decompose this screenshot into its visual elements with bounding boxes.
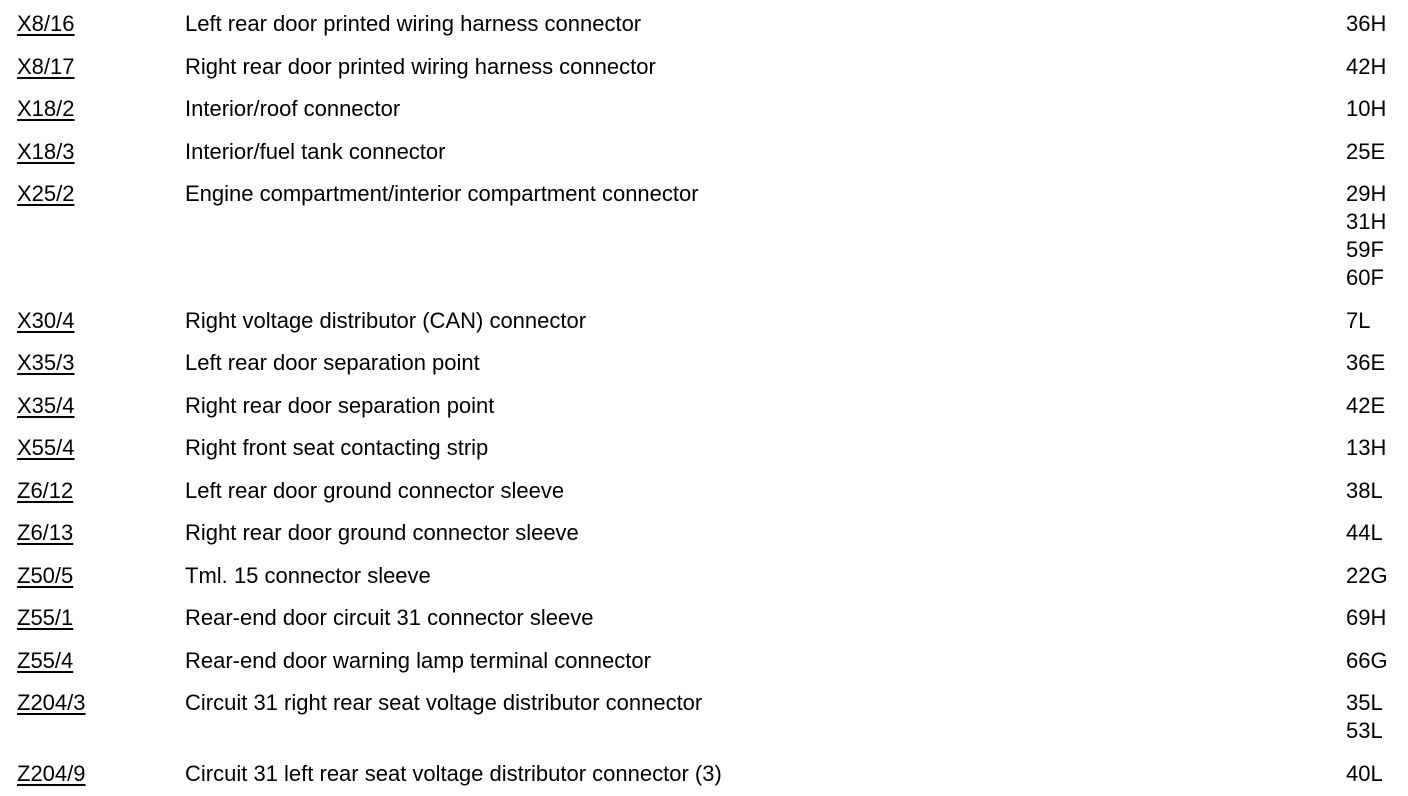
- grid-location: 35L: [1346, 690, 1383, 715]
- component-description: Interior/fuel tank connector: [185, 139, 446, 164]
- grid-locations: 25E: [1346, 138, 1385, 166]
- component-description: Interior/roof connector: [185, 96, 401, 121]
- component-code-link[interactable]: Z204/3: [17, 690, 86, 715]
- grid-locations: 7L: [1346, 307, 1370, 335]
- grid-location: 40L: [1346, 761, 1383, 786]
- grid-location: 7L: [1346, 308, 1371, 333]
- component-code-link[interactable]: X35/4: [17, 393, 75, 418]
- grid-location: 36H: [1346, 11, 1387, 36]
- grid-locations: 29H 31H 59F 60F: [1346, 180, 1386, 292]
- grid-locations: 22G: [1346, 562, 1388, 590]
- grid-locations: 36H: [1346, 10, 1386, 38]
- component-code-link[interactable]: X8/17: [17, 54, 75, 79]
- grid-location: 66G: [1346, 648, 1388, 673]
- component-code-link[interactable]: X55/4: [17, 435, 75, 460]
- component-code-link[interactable]: Z6/12: [17, 478, 74, 503]
- component-description: Right voltage distributor (CAN) connecto…: [185, 308, 587, 333]
- grid-locations: 66G: [1346, 647, 1388, 675]
- grid-locations: 10H: [1346, 95, 1386, 123]
- component-code-link[interactable]: Z50/5: [17, 563, 74, 588]
- component-description: Tml. 15 connector sleeve: [185, 563, 431, 588]
- grid-locations: 42H: [1346, 53, 1386, 81]
- grid-location: 53L: [1346, 718, 1383, 743]
- component-code-link[interactable]: Z6/13: [17, 520, 74, 545]
- component-description: Engine compartment/interior compartment …: [185, 181, 699, 206]
- component-code-link[interactable]: Z55/1: [17, 605, 74, 630]
- component-description: Right rear door printed wiring harness c…: [185, 54, 656, 79]
- component-code-link[interactable]: Z204/9: [17, 761, 86, 786]
- grid-location: 36E: [1346, 350, 1386, 375]
- grid-location: 42H: [1346, 54, 1387, 79]
- grid-location: 22G: [1346, 563, 1388, 588]
- grid-location: 59F: [1346, 237, 1384, 262]
- component-code-link[interactable]: X25/2: [17, 181, 75, 206]
- grid-locations: 13H: [1346, 434, 1386, 462]
- component-code-link[interactable]: X8/16: [17, 11, 75, 36]
- component-code-link[interactable]: X35/3: [17, 350, 75, 375]
- component-code-link[interactable]: X18/3: [17, 139, 75, 164]
- grid-location: 31H: [1346, 209, 1387, 234]
- grid-locations: 42E: [1346, 392, 1385, 420]
- component-code-link[interactable]: X30/4: [17, 308, 75, 333]
- component-description: Left rear door printed wiring harness co…: [185, 11, 642, 36]
- grid-location: 44L: [1346, 520, 1383, 545]
- grid-location: 29H: [1346, 181, 1387, 206]
- grid-locations: 40L: [1346, 760, 1383, 788]
- grid-location: 60F: [1346, 265, 1384, 290]
- grid-location: 13H: [1346, 435, 1387, 460]
- component-code-link[interactable]: Z55/4: [17, 648, 74, 673]
- grid-location: 25E: [1346, 139, 1386, 164]
- grid-location: 38L: [1346, 478, 1383, 503]
- component-description: Right front seat contacting strip: [185, 435, 489, 460]
- component-description: Rear-end door circuit 31 connector sleev…: [185, 605, 594, 630]
- component-description: Left rear door separation point: [185, 350, 480, 375]
- component-description: Left rear door ground connector sleeve: [185, 478, 565, 503]
- grid-location: 42E: [1346, 393, 1386, 418]
- component-description: Right rear door separation point: [185, 393, 495, 418]
- grid-locations: 38L: [1346, 477, 1383, 505]
- grid-location: 10H: [1346, 96, 1387, 121]
- component-code-link[interactable]: X18/2: [17, 96, 75, 121]
- component-description: Right rear door ground connector sleeve: [185, 520, 579, 545]
- grid-locations: 69H: [1346, 604, 1386, 632]
- component-description: Circuit 31 left rear seat voltage distri…: [185, 761, 722, 786]
- grid-locations: 36E: [1346, 349, 1385, 377]
- grid-locations: 44L: [1346, 519, 1383, 547]
- component-description: Rear-end door warning lamp terminal conn…: [185, 648, 651, 673]
- grid-location: 69H: [1346, 605, 1387, 630]
- component-description: Circuit 31 right rear seat voltage distr…: [185, 690, 703, 715]
